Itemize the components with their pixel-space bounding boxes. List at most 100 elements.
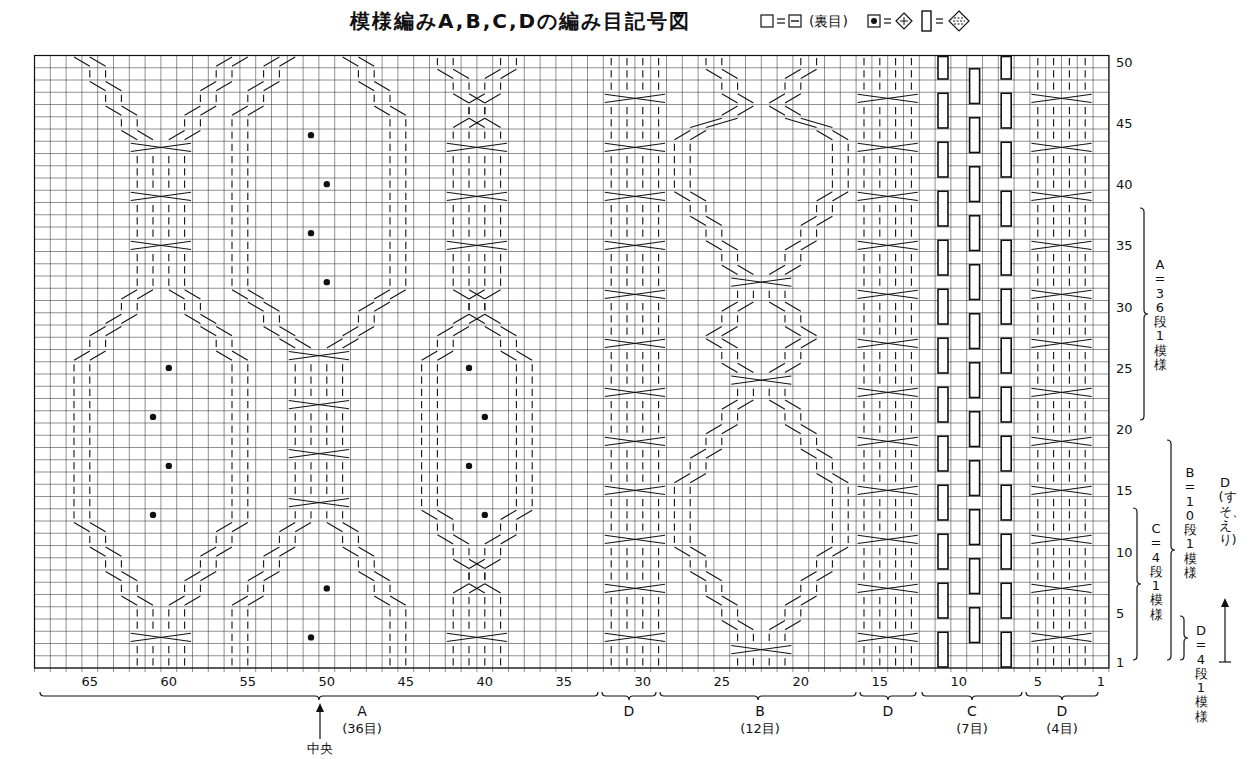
stitch-symbol xyxy=(611,132,612,139)
stitch-symbol xyxy=(731,646,791,654)
stitch-symbol xyxy=(722,94,738,103)
stitch-symbol xyxy=(863,70,864,77)
stitch-symbol xyxy=(1031,633,1091,641)
stitch-symbol xyxy=(658,107,659,114)
stitch-symbol xyxy=(1053,254,1054,261)
stitch-symbol xyxy=(817,216,833,225)
stitch-symbol xyxy=(895,597,896,604)
stitch-symbol xyxy=(626,205,627,212)
stitch-symbol xyxy=(863,352,864,359)
stitch-symbol xyxy=(879,475,880,482)
stitch-symbol xyxy=(437,450,438,457)
stitch-symbol xyxy=(879,401,880,408)
stitch-symbol xyxy=(1037,609,1038,616)
stitch-symbol xyxy=(911,107,912,114)
stitch-symbol xyxy=(690,511,691,518)
stitch-symbol xyxy=(690,216,706,225)
stitch-symbol xyxy=(1037,450,1038,457)
grid-line xyxy=(334,56,335,673)
slip-stitch-symbol xyxy=(938,57,948,80)
stitch-symbol xyxy=(247,389,248,396)
stitch-symbol xyxy=(863,328,864,335)
stitch-symbol xyxy=(785,265,801,274)
stitch-symbol xyxy=(863,377,864,384)
column-number: 65 xyxy=(82,675,99,688)
stitch-symbol xyxy=(310,487,311,494)
stitch-symbol xyxy=(73,413,74,420)
stitch-symbol xyxy=(326,438,327,445)
stitch-symbol xyxy=(437,364,438,371)
stitch-symbol xyxy=(295,462,296,469)
stitch-symbol xyxy=(769,658,770,665)
stitch-symbol xyxy=(658,646,659,653)
stitch-symbol xyxy=(816,230,817,237)
stitch-symbol xyxy=(1053,181,1054,188)
stitch-symbol xyxy=(437,462,438,469)
stitch-symbol xyxy=(516,364,517,371)
stitch-symbol xyxy=(690,474,706,483)
stitch-symbol xyxy=(1069,107,1070,114)
repeat-note: B=10段1模様 xyxy=(1184,466,1197,580)
stitch-symbol xyxy=(247,462,248,469)
grid-line xyxy=(998,56,999,673)
stitch-symbol xyxy=(611,181,612,188)
stitch-symbol xyxy=(879,168,880,175)
stitch-symbol xyxy=(469,584,485,593)
stitch-symbol xyxy=(848,168,849,175)
stitch-symbol xyxy=(611,364,612,371)
grid-line xyxy=(413,56,414,673)
stitch-symbol xyxy=(437,426,438,433)
grid-line xyxy=(619,56,620,673)
grid-line xyxy=(445,56,446,673)
stitch-symbol xyxy=(879,377,880,384)
bobble-dot xyxy=(166,365,172,371)
stitch-symbol xyxy=(626,156,627,163)
stitch-symbol xyxy=(1031,584,1091,592)
stitch-symbol xyxy=(658,168,659,175)
stitch-symbol xyxy=(342,389,343,396)
repeat-note: A=36段1模様 xyxy=(1154,258,1167,372)
stitch-symbol xyxy=(295,523,311,532)
slip-stitch-symbol xyxy=(938,485,948,520)
stitch-symbol xyxy=(785,241,801,250)
stitch-symbol xyxy=(879,499,880,506)
stitch-symbol xyxy=(626,83,627,90)
stitch-symbol xyxy=(168,181,169,188)
stitch-symbol xyxy=(731,376,791,384)
stitch-symbol xyxy=(137,279,138,286)
stitch-symbol xyxy=(247,511,248,518)
stitch-symbol xyxy=(390,290,406,299)
stitch-symbol xyxy=(658,70,659,77)
stitch-symbol xyxy=(358,560,359,567)
stitch-symbol xyxy=(231,205,232,212)
stitch-symbol xyxy=(168,217,169,224)
stitch-symbol xyxy=(605,388,665,396)
stitch-symbol xyxy=(611,462,612,469)
stitch-symbol xyxy=(658,426,659,433)
stitch-symbol xyxy=(231,156,232,163)
stitch-symbol xyxy=(232,106,248,115)
stitch-symbol xyxy=(642,646,643,653)
stitch-symbol xyxy=(858,437,918,445)
stitch-symbol xyxy=(690,547,706,556)
stitch-symbol xyxy=(658,658,659,665)
stitch-symbol xyxy=(437,487,438,494)
stitch-symbol xyxy=(626,315,627,322)
stitch-symbol xyxy=(611,279,612,286)
stitch-symbol xyxy=(1085,254,1086,261)
stitch-symbol xyxy=(784,413,785,420)
stitch-symbol xyxy=(879,622,880,629)
grid-line xyxy=(777,56,778,673)
stitch-symbol xyxy=(168,205,169,212)
bobble-dot xyxy=(466,463,472,469)
stitch-symbol xyxy=(327,523,343,532)
stitch-symbol xyxy=(484,254,485,261)
stitch-symbol xyxy=(185,596,201,605)
stitch-symbol xyxy=(858,584,918,592)
stitch-count: (4目) xyxy=(1046,722,1077,735)
stitch-symbol xyxy=(421,499,422,506)
stitch-symbol xyxy=(501,69,517,78)
stitch-symbol xyxy=(800,609,801,616)
stitch-symbol xyxy=(1085,401,1086,408)
stitch-symbol xyxy=(247,622,248,629)
